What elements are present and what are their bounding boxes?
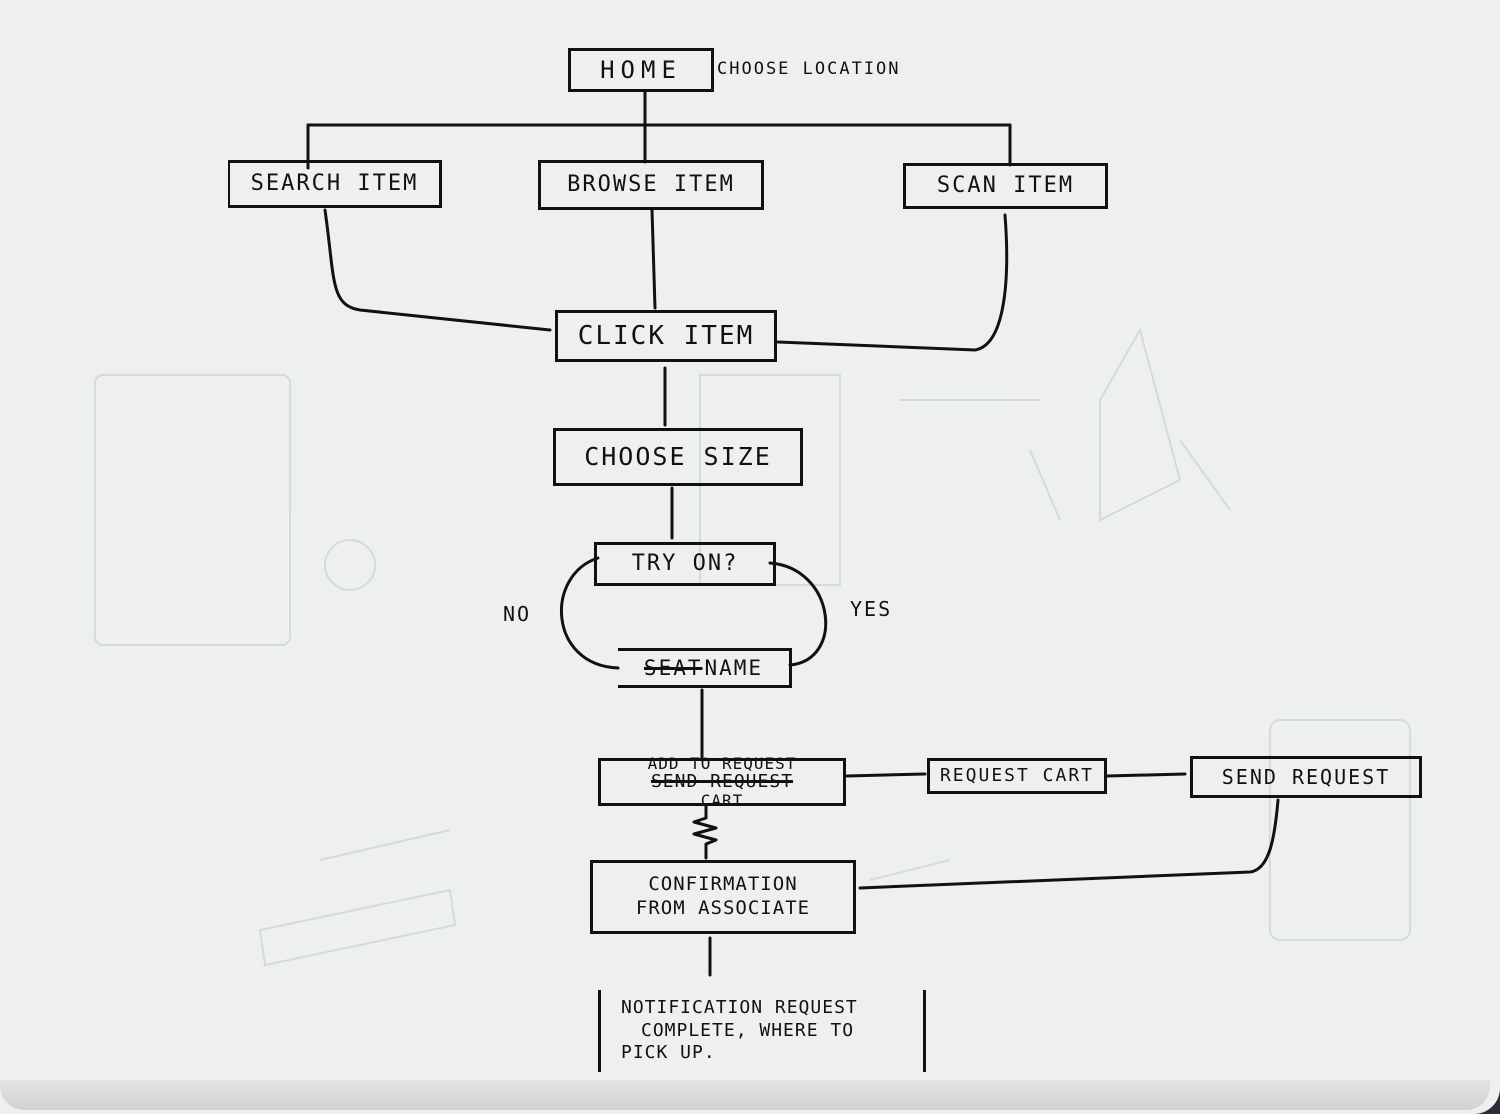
node-notification-line2: COMPLETE, WHERE TO bbox=[641, 1019, 855, 1041]
node-name-struck-text: SEAT bbox=[643, 655, 703, 680]
node-search-item-label: SEARCH ITEM bbox=[250, 171, 419, 197]
node-search-item: SEARCH ITEM bbox=[228, 160, 442, 208]
node-confirmation-line2: FROM ASSOCIATE bbox=[635, 897, 811, 919]
node-name-label: NAME bbox=[704, 655, 764, 680]
node-home-label: HOME bbox=[600, 56, 682, 84]
connector-addcart-requestcart bbox=[845, 772, 927, 778]
node-scan-item-label: SCAN ITEM bbox=[936, 173, 1075, 199]
node-choose-size: CHOOSE SIZE bbox=[553, 428, 803, 486]
node-confirmation-line1: CONFIRMATION bbox=[648, 873, 798, 896]
node-notification-request-complete: NOTIFICATION REQUEST COMPLETE, WHERE TO … bbox=[598, 990, 926, 1072]
node-add-to-request-cart-struck: SEND REQUEST bbox=[650, 771, 794, 793]
connector-no-loop bbox=[560, 556, 620, 670]
node-confirmation-from-associate: CONFIRMATION FROM ASSOCIATE bbox=[590, 860, 856, 934]
connector-browse-click bbox=[650, 208, 657, 310]
node-browse-item: BROWSE ITEM bbox=[538, 160, 764, 210]
node-scan-item: SCAN ITEM bbox=[903, 163, 1108, 209]
branch-yes-label: YES bbox=[850, 597, 893, 621]
node-add-to-request-cart-line1: ADD TO REQUEST bbox=[647, 753, 797, 773]
node-browse-item-label: BROWSE ITEM bbox=[567, 172, 735, 198]
page-bottom-edge bbox=[0, 1080, 1490, 1110]
node-choose-size-label: CHOOSE SIZE bbox=[584, 442, 772, 472]
node-send-request: SEND REQUEST bbox=[1190, 756, 1422, 798]
node-try-on: TRY ON? bbox=[594, 542, 776, 586]
node-send-request-label: SEND REQUEST bbox=[1221, 764, 1391, 789]
connector-addcart-confirmation bbox=[692, 804, 718, 860]
node-notification-line3: PICK UP. bbox=[621, 1042, 716, 1064]
node-try-on-label: TRY ON? bbox=[631, 551, 739, 577]
node-add-to-request-cart: ADD TO REQUEST SEND REQUEST CART bbox=[598, 753, 846, 809]
node-click-item-label: CLICK ITEM bbox=[577, 320, 755, 351]
connector-sendrequest-confirmation bbox=[858, 798, 1280, 890]
connector-search-click bbox=[323, 208, 552, 332]
node-request-cart: REQUEST CART bbox=[927, 758, 1107, 794]
node-add-to-request-cart-line2: CART bbox=[700, 790, 744, 810]
node-home: HOME bbox=[568, 48, 714, 92]
node-name: SEAT NAME bbox=[618, 648, 792, 688]
connector-yes-loop bbox=[768, 561, 828, 667]
node-notification-line1: NOTIFICATION REQUEST bbox=[621, 997, 858, 1019]
connector-scan-click bbox=[776, 213, 1009, 352]
node-click-item: CLICK ITEM bbox=[555, 310, 777, 362]
connector-requestcart-sendrequest bbox=[1105, 772, 1187, 778]
branch-no-label: NO bbox=[503, 602, 532, 626]
node-request-cart-label: REQUEST CART bbox=[939, 764, 1095, 786]
home-note-label: CHOOSE LOCATION bbox=[717, 59, 901, 79]
